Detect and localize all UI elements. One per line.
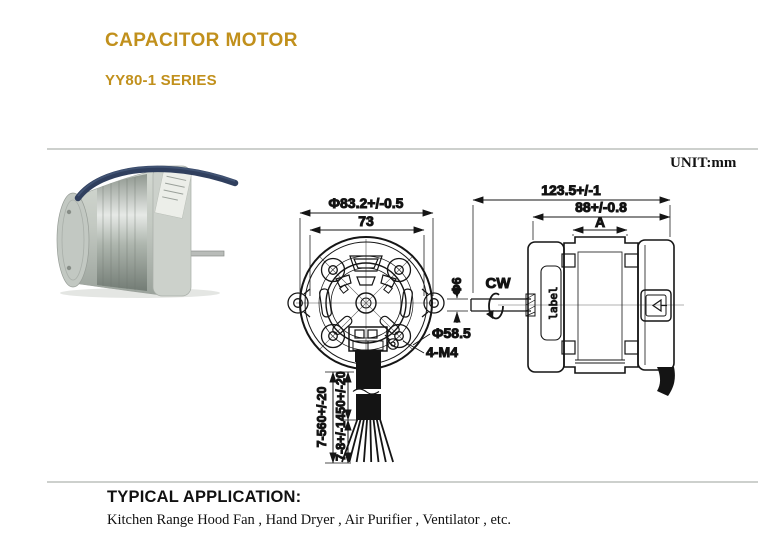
shaft-boss xyxy=(525,293,536,317)
photo-stator-band xyxy=(97,174,147,291)
dim-bolt-circle-label: Φ58.5 xyxy=(432,325,471,341)
dim-body-length-label: 88+/-0.8 xyxy=(575,199,627,215)
rotation-direction-label: CW xyxy=(486,275,512,292)
dim-total-length-label: 123.5+/-1 xyxy=(541,182,601,198)
shaft xyxy=(470,298,531,312)
label-sticker xyxy=(540,265,562,341)
stator-stack xyxy=(563,236,639,374)
shaft-hub xyxy=(355,292,377,314)
tie-bolt-tabs xyxy=(561,253,639,355)
photo-stator-ribs xyxy=(102,177,136,290)
cable-break-line xyxy=(352,388,380,395)
side-view: label xyxy=(470,236,684,396)
wire-fan xyxy=(341,418,394,463)
photo-label-sticker xyxy=(154,167,192,219)
dim-mount-span-label: 73 xyxy=(358,213,374,229)
dim-shaft-diameter-label: Φ6 xyxy=(450,277,464,294)
typical-application-heading: TYPICAL APPLICATION: xyxy=(107,488,302,506)
lead-cable xyxy=(355,351,381,420)
label-sticker-text: label xyxy=(547,286,560,319)
unit-label: UNIT:mm xyxy=(670,155,737,171)
series-subtitle: YY80-1 SERIES xyxy=(105,72,217,89)
applications-list: Kitchen Range Hood Fan , Hand Dryer , Ai… xyxy=(107,512,512,528)
photo-endcap xyxy=(56,192,90,288)
page-title: CAPACITOR MOTOR xyxy=(105,30,298,51)
side-cable-stub xyxy=(657,367,675,396)
dim-screw-holes-label: 4-M4 xyxy=(426,344,458,360)
vent-slots xyxy=(319,255,413,336)
dim-outer-diameter-label: Φ83.2+/-0.5 xyxy=(329,195,404,211)
front-view-dimensions: Φ83.2+/-0.5 73 Φ58.5 4-M4 7-560+/-20 450… xyxy=(299,195,471,464)
motor-photo xyxy=(56,165,239,298)
right-end-cap xyxy=(637,239,675,371)
rotation-arrow xyxy=(486,292,504,320)
photo-power-cable-highlight xyxy=(77,166,236,197)
dim-core-length-label: A xyxy=(595,214,605,230)
top-divider xyxy=(47,148,758,150)
mounting-lugs xyxy=(287,288,445,318)
photo-power-cable xyxy=(74,165,239,202)
dim-cable-strip-label: 7-8+/-1 xyxy=(334,421,348,461)
dim-cable-jacket-label: 450+/-20 xyxy=(334,371,348,421)
dim-cable-total-label: 7-560+/-20 xyxy=(315,387,329,448)
ground-lug xyxy=(384,334,399,350)
connector-plug xyxy=(640,289,672,322)
photo-screw xyxy=(66,209,72,215)
front-view xyxy=(287,236,445,463)
side-view-dimensions: 123.5+/-1 88+/-0.8 A Φ6 CW xyxy=(447,182,671,323)
bottom-divider xyxy=(47,481,758,483)
photo-endcap-ring xyxy=(61,199,85,281)
front-view-centerlines xyxy=(296,239,436,360)
photo-screw xyxy=(66,265,72,271)
